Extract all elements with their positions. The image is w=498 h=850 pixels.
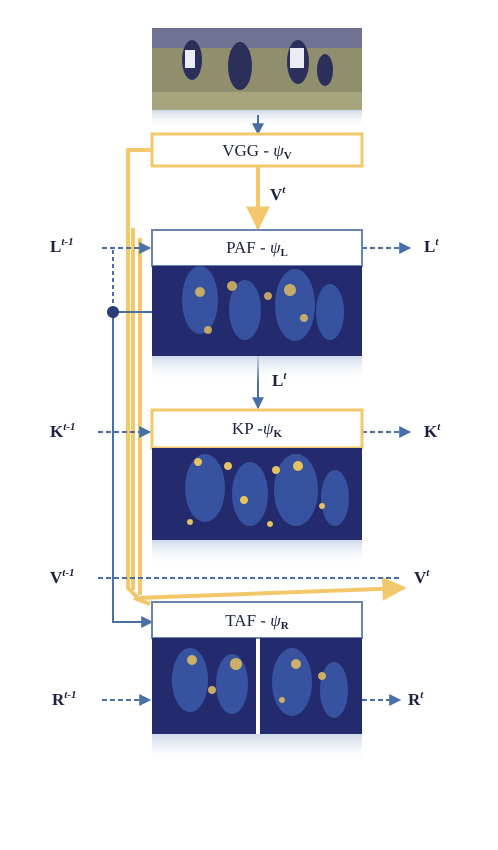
label-kt-prev: Kt-1 (50, 421, 75, 441)
paf-heatmap-image (152, 266, 362, 382)
label-vt-out: Vt (414, 567, 430, 587)
label-vt-prev: Vt-1 (50, 567, 75, 587)
label-vt-mid: Vt (270, 184, 286, 204)
svg-text:VGG - ψV: VGG - ψV (222, 141, 292, 162)
taf-module: TAF - ψR (151, 601, 363, 639)
kp-module: KP -ψK (150, 408, 364, 450)
sum-node (107, 306, 119, 318)
svg-text:TAF - ψR: TAF - ψR (225, 611, 289, 632)
label-rt-prev: Rt-1 (52, 689, 77, 709)
label-lt-prev: Lt-1 (50, 236, 74, 256)
label-rt-out: Rt (408, 689, 424, 709)
kp-heatmap-image (152, 448, 362, 566)
svg-text:PAF - ψL: PAF - ψL (226, 238, 288, 259)
input-frame-image (152, 28, 362, 128)
svg-text:KP -ψK: KP -ψK (232, 419, 283, 440)
taf-heatmap-image (152, 638, 362, 764)
label-kt-out: Kt (424, 421, 441, 441)
vgg-module: VGG - ψV (150, 132, 364, 168)
feature-flow-lines (126, 148, 407, 606)
label-lt-mid: Lt (272, 370, 287, 390)
paf-module: PAF - ψL (151, 229, 363, 267)
label-lt-out: Lt (424, 236, 439, 256)
